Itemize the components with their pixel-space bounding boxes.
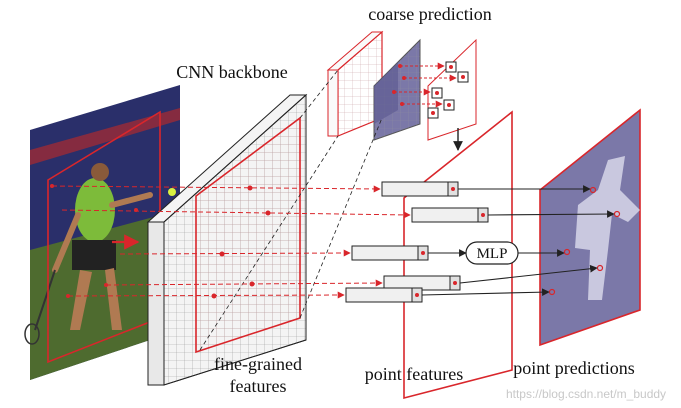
projection-lines bbox=[199, 69, 383, 351]
player-silhouette bbox=[575, 156, 640, 300]
mlp-label: MLP bbox=[477, 246, 508, 262]
feature-bars bbox=[345, 181, 489, 303]
tennis-ball bbox=[168, 188, 176, 196]
point-predictions-plane bbox=[539, 108, 641, 347]
coarse-prediction-stack bbox=[326, 30, 477, 151]
feature-bar bbox=[345, 287, 423, 303]
feature-bar bbox=[351, 245, 429, 261]
cnn-backbone-block bbox=[146, 93, 308, 386]
feature-bar bbox=[411, 207, 489, 223]
cnn-backbone-label: CNN backbone bbox=[176, 62, 287, 82]
point-features-plane bbox=[403, 110, 513, 400]
watermark: https://blog.csdn.net/m_buddy bbox=[506, 387, 666, 401]
coarse-prediction-label: coarse prediction bbox=[368, 4, 491, 24]
feature-bar bbox=[381, 181, 459, 197]
fine-grained-label: fine-grained bbox=[214, 354, 302, 374]
input-image bbox=[24, 85, 180, 380]
features-label: features bbox=[230, 376, 287, 396]
mlp-node: MLP bbox=[465, 241, 519, 265]
sampling-arrows bbox=[50, 184, 411, 299]
output-arrows bbox=[421, 185, 615, 297]
point-predictions-label: point predictions bbox=[513, 358, 634, 378]
point-features-label: point features bbox=[365, 364, 463, 384]
